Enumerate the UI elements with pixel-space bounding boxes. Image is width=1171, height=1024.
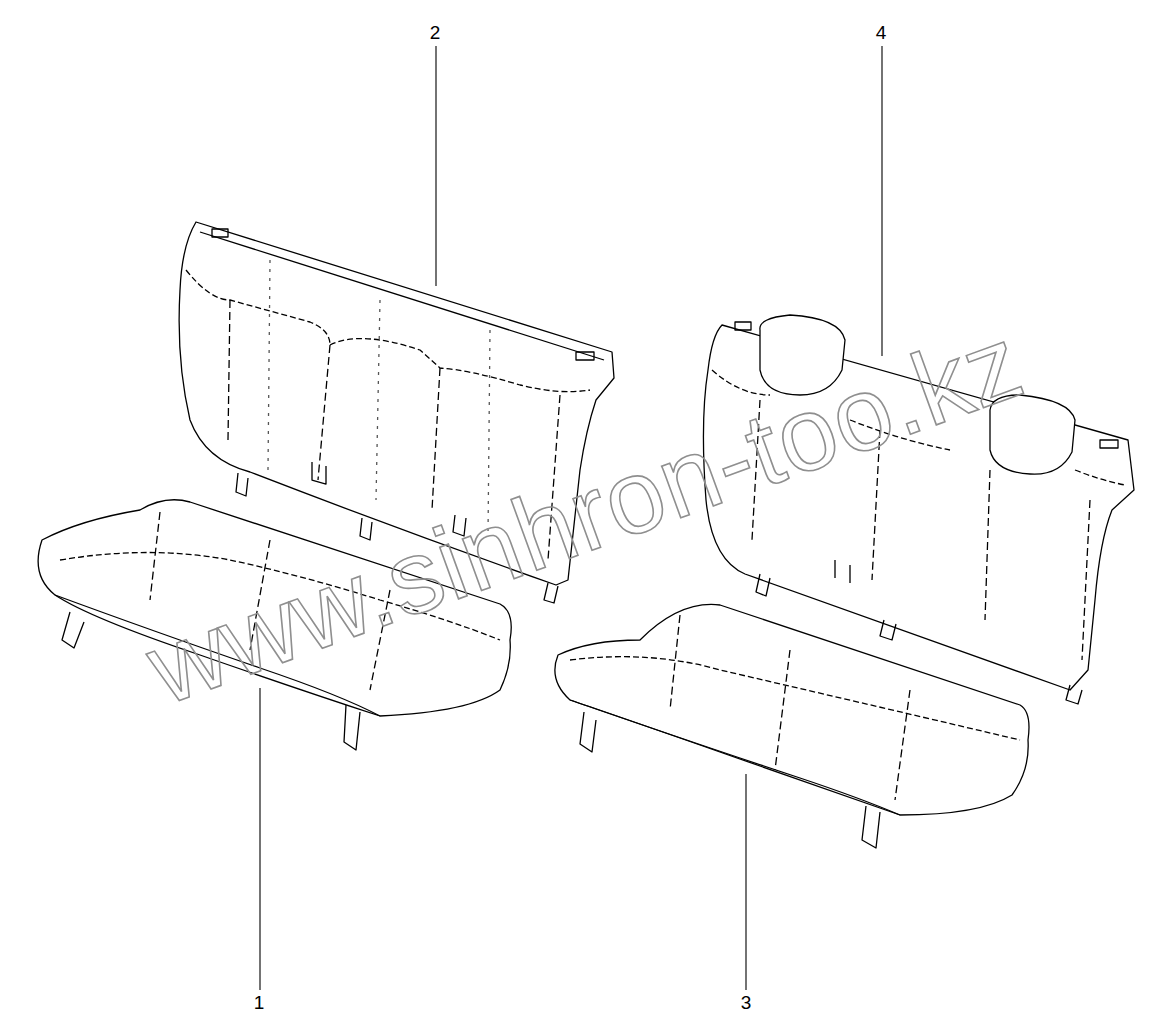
callout-number: 4 [876,22,887,44]
callout-number: 2 [430,22,441,44]
rear-seat-cushion [555,604,1029,848]
callout-number: 1 [254,992,265,1014]
callout-number: 3 [741,992,752,1014]
